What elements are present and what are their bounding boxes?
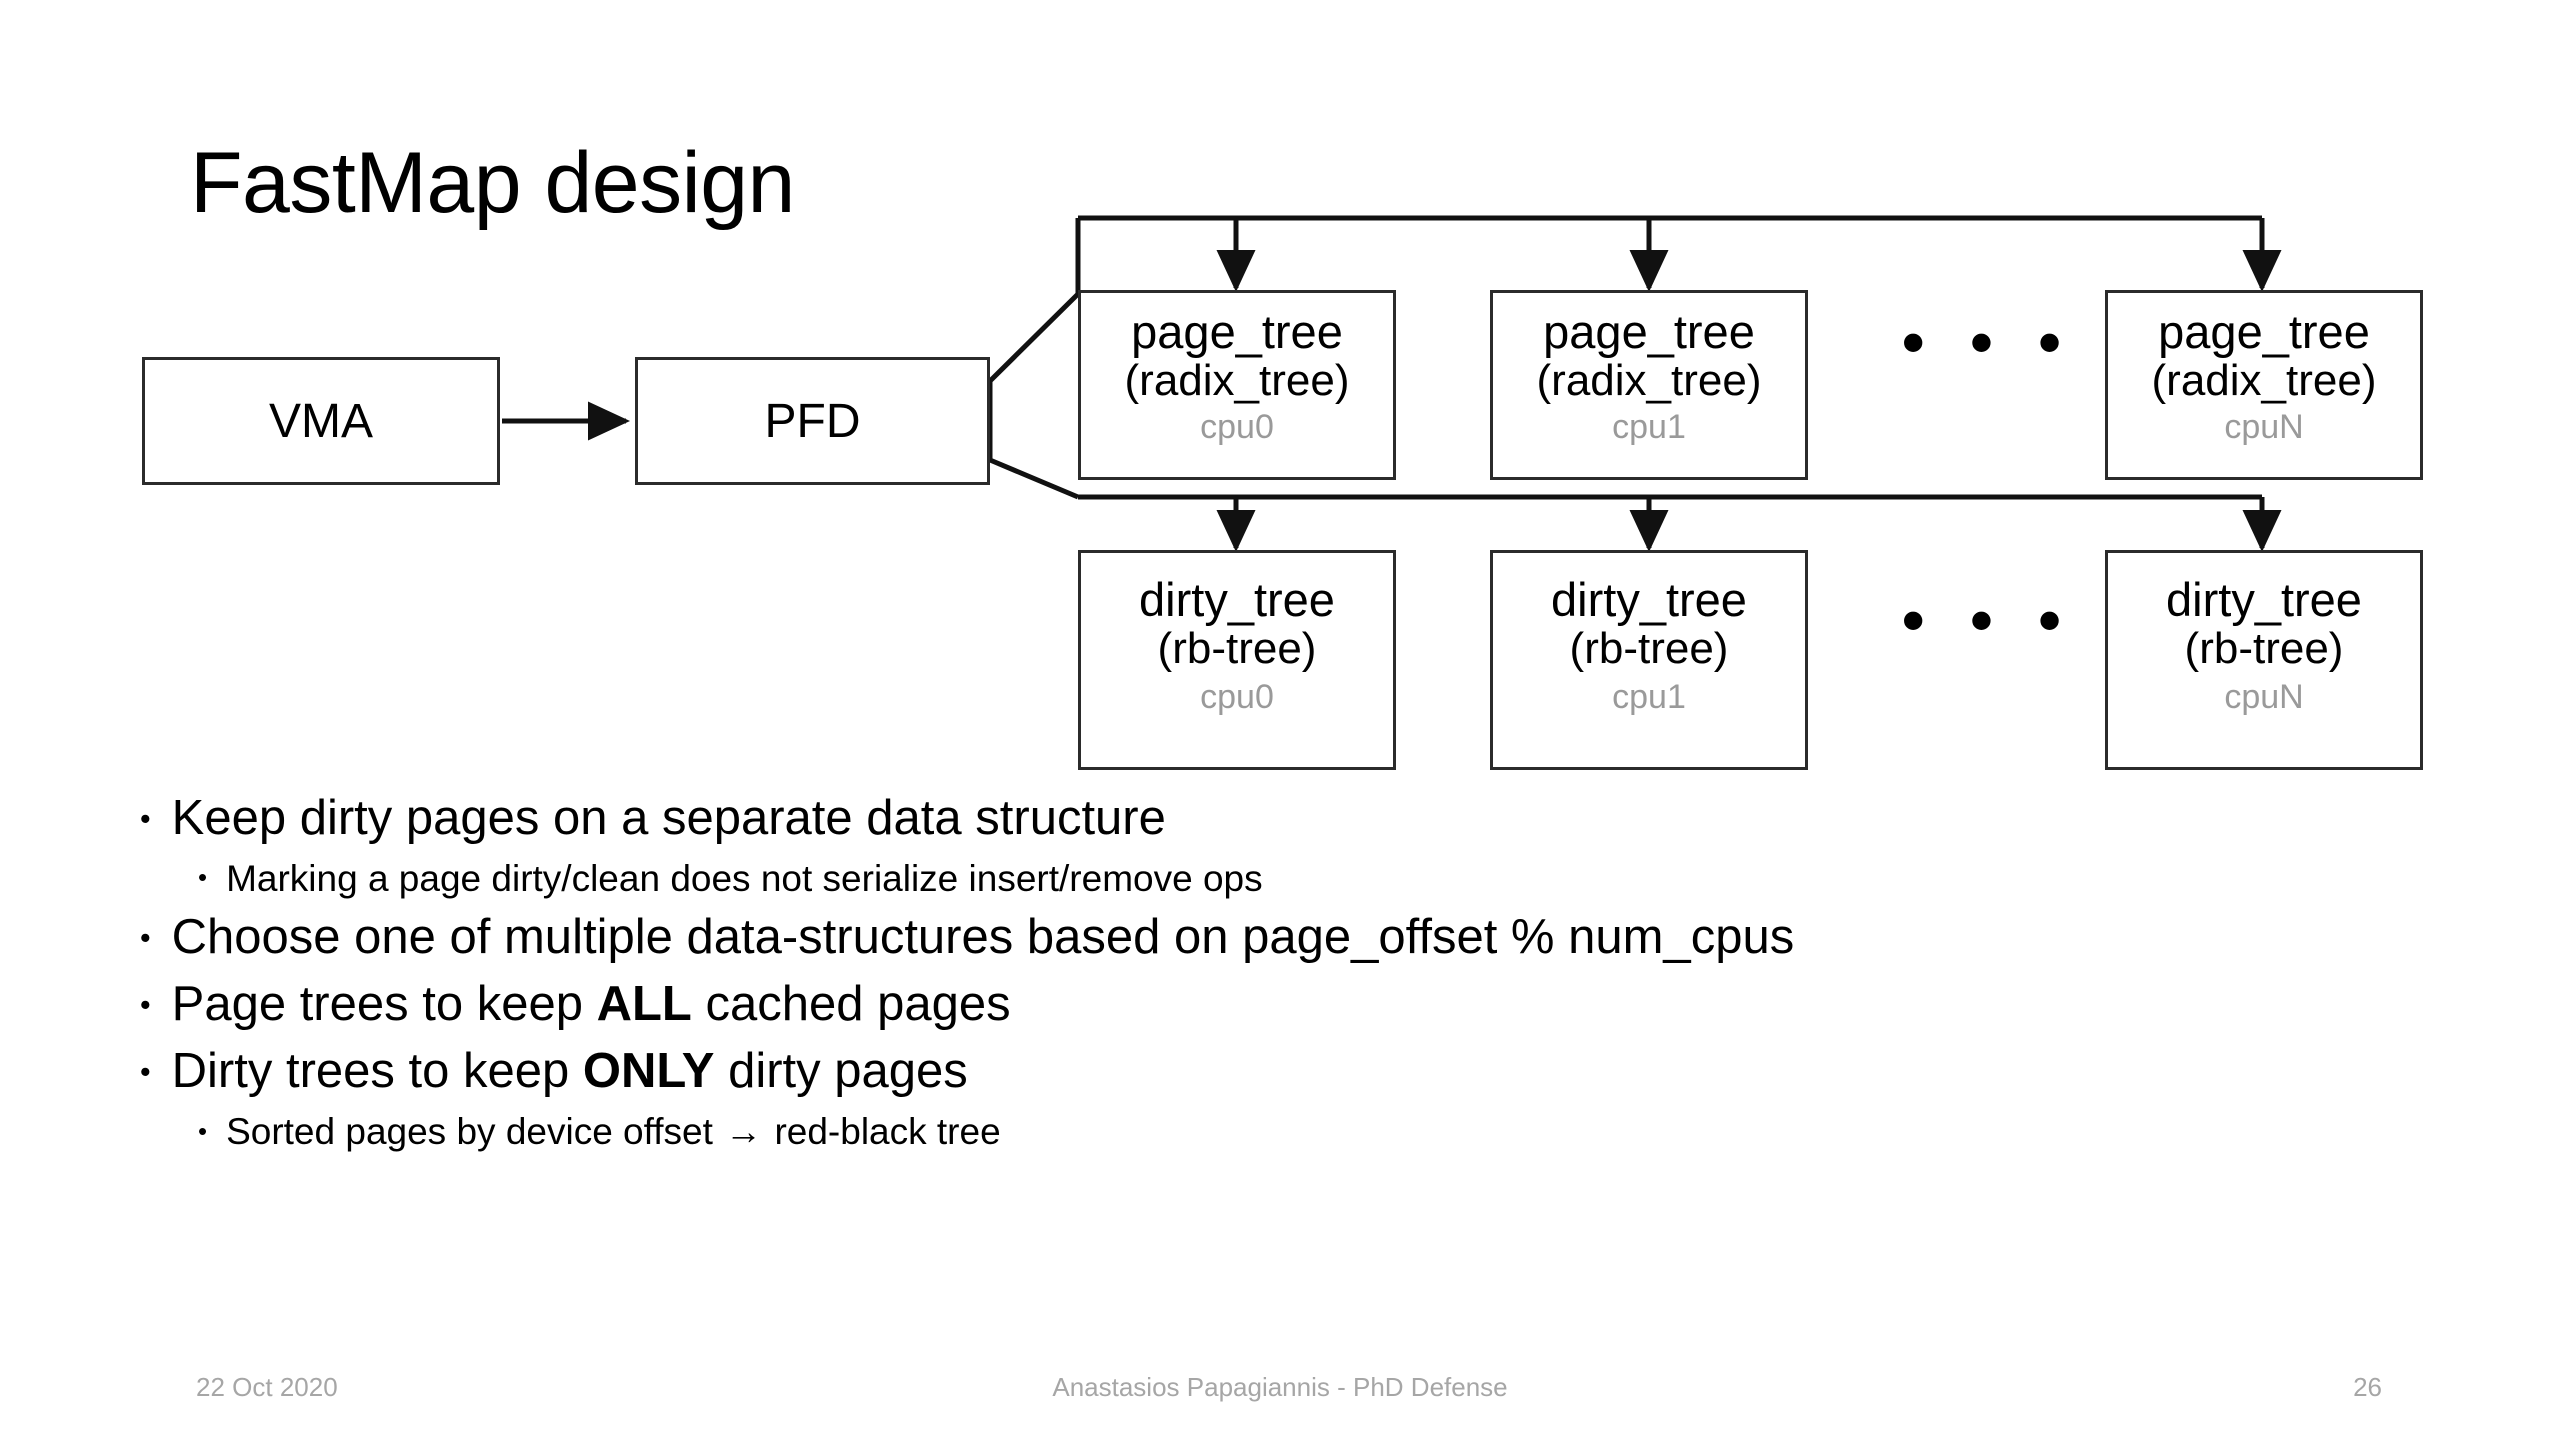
right-arrow-icon: → (725, 1110, 763, 1152)
page-tree-title: page_tree (1131, 305, 1343, 358)
bullet-dot-icon: • (140, 801, 151, 836)
page-title: FastMap design (190, 135, 795, 231)
dirty-tree-subtitle: (rb-tree) (1157, 623, 1317, 673)
pfd-to-page-bus-diagonal (988, 292, 1080, 383)
pfd-to-dirty-bus-diagonal (989, 457, 1079, 500)
bullet-dot-icon: • (198, 1117, 208, 1146)
bullet-dot-icon: • (140, 1054, 151, 1089)
bullet-text-run: red-black tree (764, 1110, 1001, 1152)
dirty-tree-cpu-label: cpuN (2224, 678, 2304, 717)
bullet-text-run: Choose one of multiple data-structures b… (171, 910, 1795, 965)
page-tree-subtitle: (radix_tree) (1536, 355, 1762, 405)
dirty-tree-subtitle: (rb-tree) (1569, 623, 1729, 673)
page-tree-ellipsis: • • • (1902, 306, 2075, 378)
bullet-text-run: Sorted pages by device offset (226, 1110, 724, 1152)
pfd-label: PFD (764, 394, 861, 448)
dirty-tree-title: dirty_tree (1139, 573, 1335, 626)
dirty-tree-ellipsis: • • • (1902, 584, 2075, 656)
page-tree-node-cpuN: page_tree (radix_tree) cpuN (2105, 290, 2423, 480)
bullet-text: Page trees to keep ALL cached pages (172, 976, 2470, 1034)
dirty-tree-subtitle: (rb-tree) (2184, 623, 2344, 673)
bullet-text: Marking a page dirty/clean does not seri… (226, 857, 2470, 901)
bullet-text-run: Marking a page dirty/clean does not seri… (226, 857, 1263, 899)
footer-page-number: 26 (2353, 1372, 2382, 1402)
dirty-tree-cpu-label: cpu0 (1200, 678, 1274, 717)
bullet-text-run: Dirty trees to keep (171, 1044, 583, 1099)
footer-author: Anastasios Papagiannis - PhD Defense (1052, 1372, 1508, 1402)
vma-node: VMA (142, 357, 500, 485)
bullet-text: Keep dirty pages on a separate data stru… (172, 790, 2470, 848)
page-tree-title: page_tree (1543, 305, 1755, 358)
page-tree-node-cpu0: page_tree (radix_tree) cpu0 (1078, 290, 1396, 480)
vma-label: VMA (268, 394, 373, 448)
dirty-tree-title: dirty_tree (1551, 573, 1747, 626)
bullet-text: Dirty trees to keep ONLY dirty pages (172, 1043, 2470, 1101)
dirty-tree-cpu-label: cpu1 (1612, 678, 1686, 717)
slide-footer: 22 Oct 2020 Anastasios Papagiannis - PhD… (0, 1372, 2560, 1412)
page-tree-subtitle: (radix_tree) (1124, 355, 1350, 405)
bullet-text-run: Keep dirty pages on a separate data stru… (171, 791, 1166, 845)
page-tree-cpu-label: cpuN (2224, 408, 2304, 447)
bullet-list: • Keep dirty pages on a separate data str… (140, 790, 2470, 1163)
footer-date: 22 Oct 2020 (196, 1372, 338, 1402)
page-tree-cpu-label: cpu0 (1200, 408, 1274, 447)
page-tree-node-cpu1: page_tree (radix_tree) cpu1 (1490, 290, 1808, 480)
bullet-item: • Choose one of multiple data-structures … (140, 909, 2470, 967)
bullet-item: • Keep dirty pages on a separate data str… (140, 790, 2470, 848)
page-tree-cpu-label: cpu1 (1612, 408, 1686, 447)
dirty-tree-node-cpu1: dirty_tree (rb-tree) cpu1 (1490, 550, 1808, 770)
bullet-dot-icon: • (140, 988, 151, 1023)
bullet-text-run: Page trees to keep (171, 977, 597, 1032)
page-tree-title: page_tree (2158, 305, 2370, 358)
bullet-item: • Dirty trees to keep ONLY dirty pages (140, 1043, 2470, 1101)
bullet-text-run: dirty pages (714, 1044, 968, 1099)
page-tree-subtitle: (radix_tree) (2151, 355, 2377, 405)
bullet-dot-icon: • (140, 921, 151, 956)
bullet-dot-icon: • (198, 864, 208, 893)
bullet-text: Choose one of multiple data-structures b… (172, 909, 2470, 967)
bullet-item: • Page trees to keep ALL cached pages (140, 976, 2470, 1034)
bullet-text-run: ONLY (582, 1044, 715, 1099)
bullet-item: • Marking a page dirty/clean does not ser… (140, 857, 2470, 901)
bullet-text-run: ALL (596, 977, 692, 1032)
dirty-tree-node-cpuN: dirty_tree (rb-tree) cpuN (2105, 550, 2423, 770)
bullet-text: Sorted pages by device offset → red-blac… (226, 1110, 2470, 1154)
dirty-tree-title: dirty_tree (2166, 573, 2362, 626)
dirty-tree-node-cpu0: dirty_tree (rb-tree) cpu0 (1078, 550, 1396, 770)
bullet-text-run: cached pages (691, 977, 1011, 1032)
bullet-item: • Sorted pages by device offset → red-bla… (140, 1110, 2470, 1154)
pfd-node: PFD (635, 357, 990, 485)
